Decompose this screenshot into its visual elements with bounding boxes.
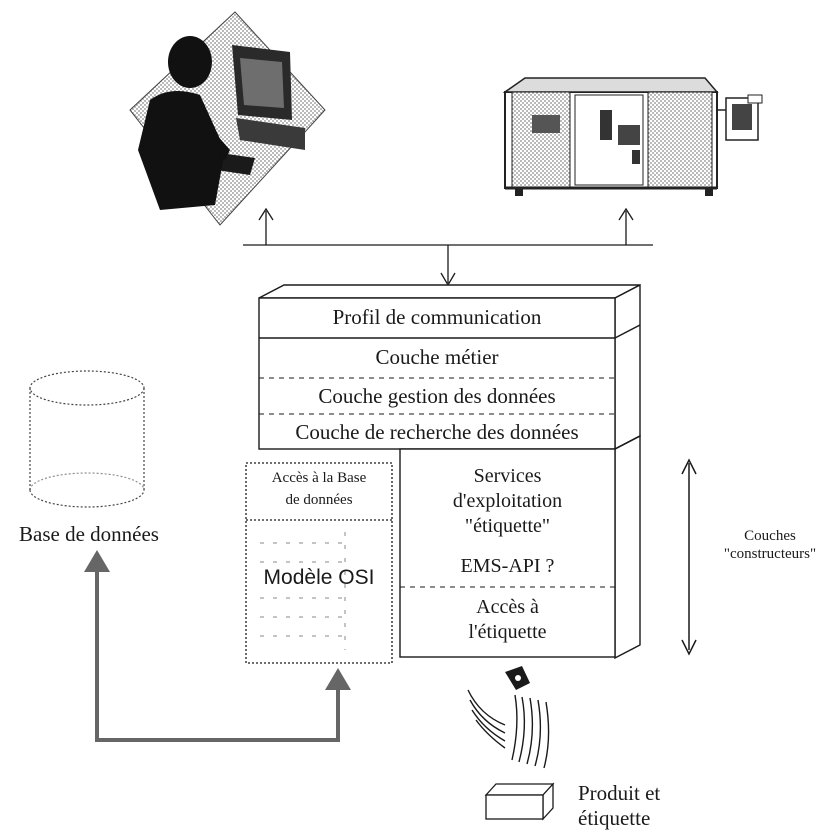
layer-profil-label: Profil de communication bbox=[332, 305, 542, 329]
layer-gestion-label: Couche gestion des données bbox=[318, 384, 556, 408]
layer-stack bbox=[258, 283, 641, 660]
workstation-icon bbox=[129, 11, 326, 226]
tag-access-label-line1: Accès à bbox=[476, 596, 539, 618]
layer-metier-label: Couche métier bbox=[375, 345, 499, 369]
database-label: Base de données bbox=[19, 522, 159, 546]
tag-box-icon bbox=[484, 782, 555, 821]
osi-model-label: Modèle OSI bbox=[263, 566, 375, 589]
antenna-icon bbox=[467, 666, 550, 769]
services-label-line3: "étiquette" bbox=[464, 515, 551, 537]
services-label-line1: Services bbox=[473, 465, 542, 487]
machine-icon bbox=[502, 77, 763, 196]
product-label-line2: étiquette bbox=[578, 806, 651, 830]
osi-dash-grid bbox=[260, 532, 346, 650]
network-bus bbox=[243, 207, 653, 287]
tag-access-label-line2: l'étiquette bbox=[468, 621, 547, 643]
product-label-line1: Produit et bbox=[578, 781, 661, 805]
constructors-label-line1: Couches bbox=[744, 528, 796, 544]
db-access-label-line1: Accès à la Base bbox=[271, 470, 367, 486]
ems-api-label: EMS-API ? bbox=[460, 555, 555, 577]
db-access-label-line2: de données bbox=[285, 492, 353, 508]
services-label-line2: d'exploitation bbox=[452, 490, 563, 512]
database-icon bbox=[29, 370, 145, 508]
db-access-box bbox=[245, 462, 393, 664]
constructor-range-arrow bbox=[681, 458, 697, 656]
db-link-arrow bbox=[84, 550, 351, 742]
layer-recherche-label: Couche de recherche des données bbox=[295, 420, 579, 444]
constructors-label-line2: "constructeurs" bbox=[723, 546, 817, 562]
